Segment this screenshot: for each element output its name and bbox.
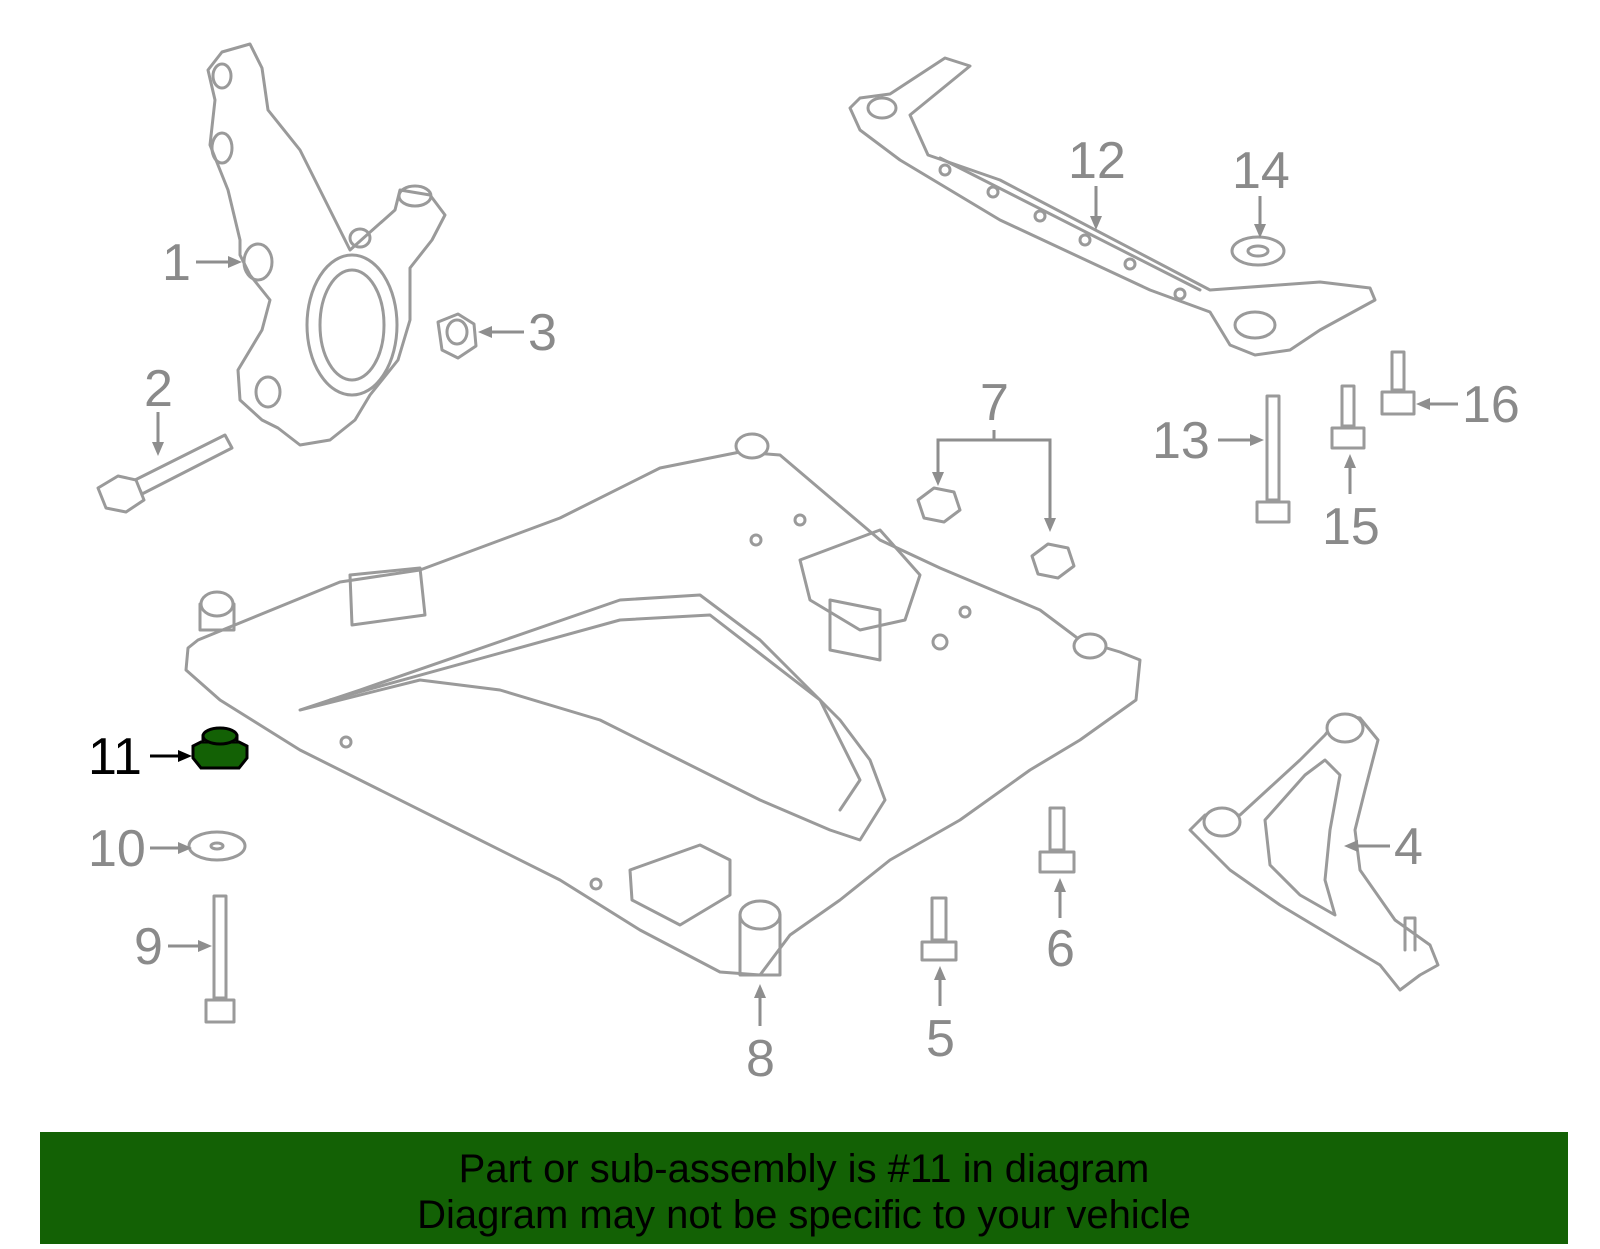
bolt-5-part [920,896,958,962]
washer-14-part [1230,235,1286,267]
callout-7: 7 [980,374,1009,432]
bolt-15-part [1330,384,1366,450]
callout-labels: 1 2 3 4 5 6 7 8 9 10 11 12 13 14 15 16 [88,132,1520,1088]
bushing-11-highlighted-part [191,726,249,770]
callout-11-highlighted: 11 [88,728,142,786]
callout-13: 13 [1152,412,1210,470]
subframe-part [184,432,1142,977]
callout-2: 2 [144,360,173,418]
part-info-banner: Part or sub-assembly is #11 in diagram D… [40,1132,1568,1244]
brace-12-part [848,56,1377,357]
bolt-9-part [204,894,236,1024]
banner-line-disclaimer: Diagram may not be specific to your vehi… [417,1193,1191,1237]
control-arm-part [1188,712,1440,992]
nuts-7-part [916,486,1076,580]
callout-9: 9 [134,918,163,976]
callout-10: 10 [88,820,146,878]
steering-knuckle-part [206,42,447,447]
callout-15: 15 [1322,498,1380,556]
callout-8: 8 [746,1030,775,1088]
callout-14: 14 [1232,142,1290,200]
bolt-6-part [1038,806,1076,874]
bolt-2-part [96,433,234,514]
callout-4: 4 [1394,818,1423,876]
banner-line-part-number: Part or sub-assembly is #11 in diagram [458,1147,1150,1191]
washer-10-part [187,830,247,862]
leader-lines [150,186,1458,1026]
callout-6: 6 [1046,920,1075,978]
callout-12: 12 [1068,132,1126,190]
callout-1: 1 [162,234,191,292]
bolt-13-part [1255,394,1291,524]
callout-5: 5 [926,1010,955,1068]
bolt-16-part [1380,350,1416,416]
nut-3-part [436,312,478,360]
callout-3: 3 [528,304,557,362]
callout-16: 16 [1462,376,1520,434]
